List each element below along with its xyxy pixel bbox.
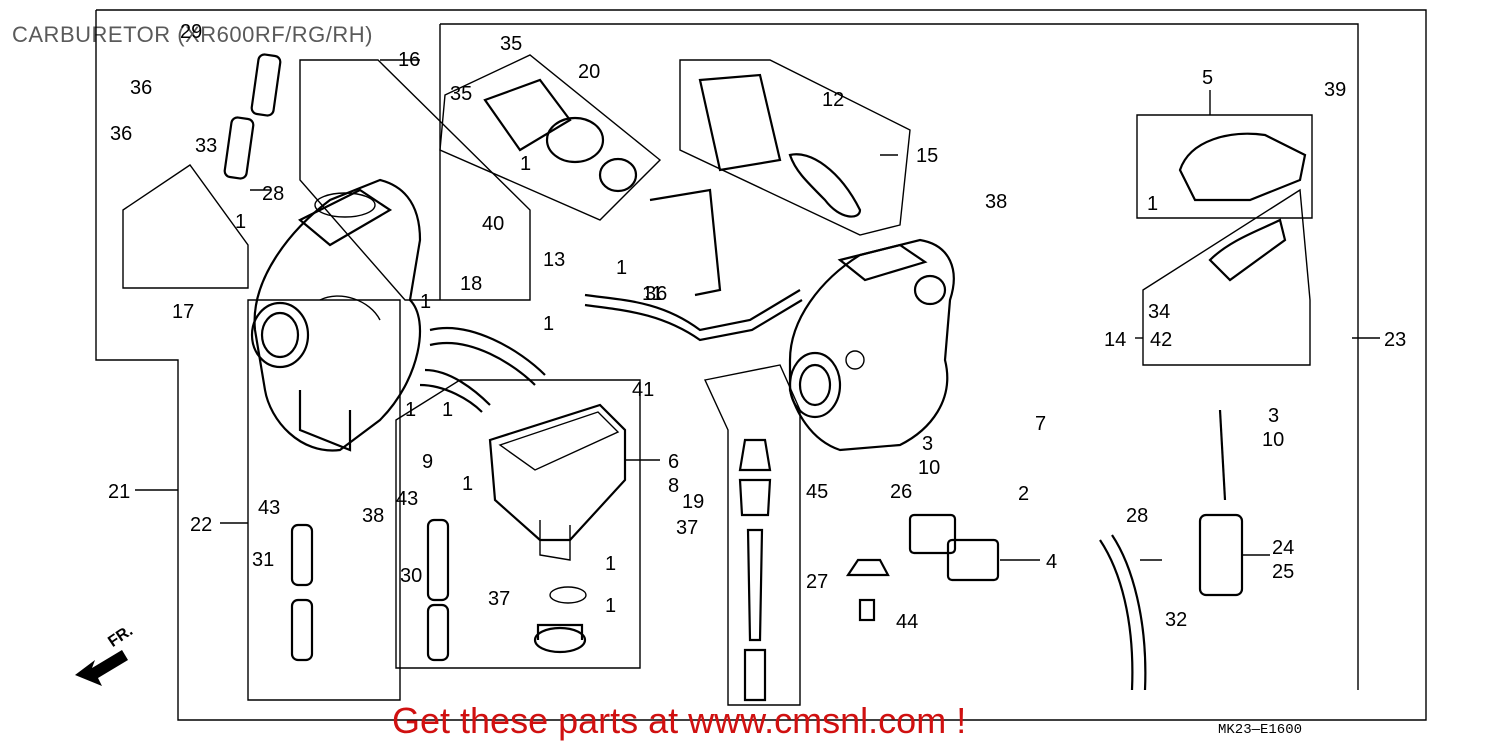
callout: 28 bbox=[1126, 505, 1148, 527]
callout: 11 bbox=[642, 283, 663, 305]
diagram-title: CARBURETOR (XR600RF/RG/RH) bbox=[12, 22, 373, 47]
callout: 36 bbox=[645, 283, 667, 305]
callout: 6 bbox=[668, 451, 679, 473]
group-box-16 bbox=[299, 59, 531, 301]
callout: 45 bbox=[806, 481, 828, 503]
group-box-17 bbox=[122, 164, 249, 289]
diagram-code: MK23—E1600 bbox=[1218, 722, 1303, 738]
callout: 43 bbox=[258, 497, 280, 519]
callout: 10 bbox=[1262, 429, 1284, 451]
top-cover bbox=[1178, 132, 1307, 282]
callout: 33 bbox=[195, 135, 217, 157]
callout: 32 bbox=[1165, 609, 1187, 631]
callout: 14 bbox=[1104, 329, 1126, 351]
group-box-14 bbox=[1142, 188, 1311, 366]
callout: 41 bbox=[632, 379, 654, 401]
callout: 29 bbox=[180, 21, 202, 43]
callout: 36 bbox=[110, 123, 132, 145]
callout: 23 bbox=[1384, 329, 1406, 351]
callout: 28 bbox=[262, 183, 284, 205]
callout: 38 bbox=[362, 505, 384, 527]
callout: 39 bbox=[1324, 79, 1346, 101]
callout: 17 bbox=[172, 301, 194, 323]
callout: 16 bbox=[398, 49, 420, 71]
callout: 40 bbox=[482, 213, 504, 235]
throttle-linkage bbox=[584, 73, 862, 342]
callout: 35 bbox=[500, 33, 522, 55]
group-box-22 bbox=[247, 299, 401, 701]
callout: 9 bbox=[422, 451, 433, 473]
main-jet bbox=[845, 558, 890, 622]
callout: 31 bbox=[252, 549, 274, 571]
callout: 8 bbox=[668, 475, 679, 497]
callout: 18 bbox=[460, 273, 482, 295]
callout: 2 bbox=[1018, 483, 1029, 505]
diaphragm-cover bbox=[483, 78, 638, 193]
callout: 37 bbox=[676, 517, 698, 539]
direction-arrow bbox=[75, 650, 128, 686]
callout: 1 bbox=[420, 291, 431, 313]
callout: 37 bbox=[488, 588, 510, 610]
callout: 1 bbox=[462, 473, 473, 495]
callout: 4 bbox=[1046, 551, 1057, 573]
callout: 43 bbox=[396, 488, 418, 510]
callout: 19 bbox=[682, 491, 704, 513]
callout: 44 bbox=[896, 611, 918, 633]
callout: 1 bbox=[605, 595, 616, 617]
callout: 20 bbox=[578, 61, 600, 83]
callout: 30 bbox=[400, 565, 422, 587]
tubes bbox=[223, 53, 450, 662]
callout: 35 bbox=[450, 83, 472, 105]
carburetor-body-right bbox=[788, 238, 955, 452]
callout: 10 bbox=[918, 457, 940, 479]
leader-lines bbox=[135, 59, 1380, 561]
callout: 38 bbox=[985, 191, 1007, 213]
drain-plug bbox=[533, 586, 587, 654]
callout: 3 bbox=[922, 433, 933, 455]
callout: 3 bbox=[1268, 405, 1279, 427]
callout: 1 bbox=[235, 211, 246, 233]
float-bowl bbox=[488, 403, 627, 561]
callout: 15 bbox=[916, 145, 938, 167]
callout: 25 bbox=[1272, 561, 1294, 583]
callout: 34 bbox=[1148, 301, 1170, 323]
callout: 42 bbox=[1150, 329, 1172, 351]
hoses bbox=[419, 327, 1147, 691]
callout: 7 bbox=[1035, 413, 1046, 435]
promo-link[interactable]: Get these parts at www.cmsnl.com ! bbox=[392, 700, 967, 741]
callout: 36 bbox=[130, 77, 152, 99]
callout: 22 bbox=[190, 514, 212, 536]
callout: 26 bbox=[890, 481, 912, 503]
group-box-15 bbox=[679, 59, 911, 236]
callout: 1 bbox=[442, 399, 453, 421]
callout: 1 bbox=[616, 257, 627, 279]
callouts: 29 35 16 36 20 35 36 33 28 1 1 40 13 17 … bbox=[108, 21, 1406, 633]
callout: 1 bbox=[405, 399, 416, 421]
callout: 1 bbox=[520, 153, 531, 175]
group-box-21 bbox=[395, 379, 641, 669]
callout: 1 bbox=[543, 313, 554, 335]
needle-jet-assembly bbox=[738, 438, 772, 702]
group-box-20 bbox=[439, 54, 662, 221]
group-box-19 bbox=[703, 364, 801, 706]
callout: 1 bbox=[1147, 193, 1158, 215]
callout: 5 bbox=[1202, 67, 1213, 89]
floats bbox=[908, 513, 1000, 582]
callout: 27 bbox=[806, 571, 828, 593]
callout: 24 bbox=[1272, 537, 1294, 559]
callout: 13 bbox=[543, 249, 565, 271]
assembly-outline bbox=[95, 9, 1427, 721]
callout: 1 bbox=[605, 553, 616, 575]
group-box-5 bbox=[1136, 114, 1313, 219]
carburetor-body-left bbox=[250, 178, 422, 452]
callout: 21 bbox=[108, 481, 130, 503]
jet-needle bbox=[1198, 409, 1244, 597]
callout: 12 bbox=[822, 89, 844, 111]
